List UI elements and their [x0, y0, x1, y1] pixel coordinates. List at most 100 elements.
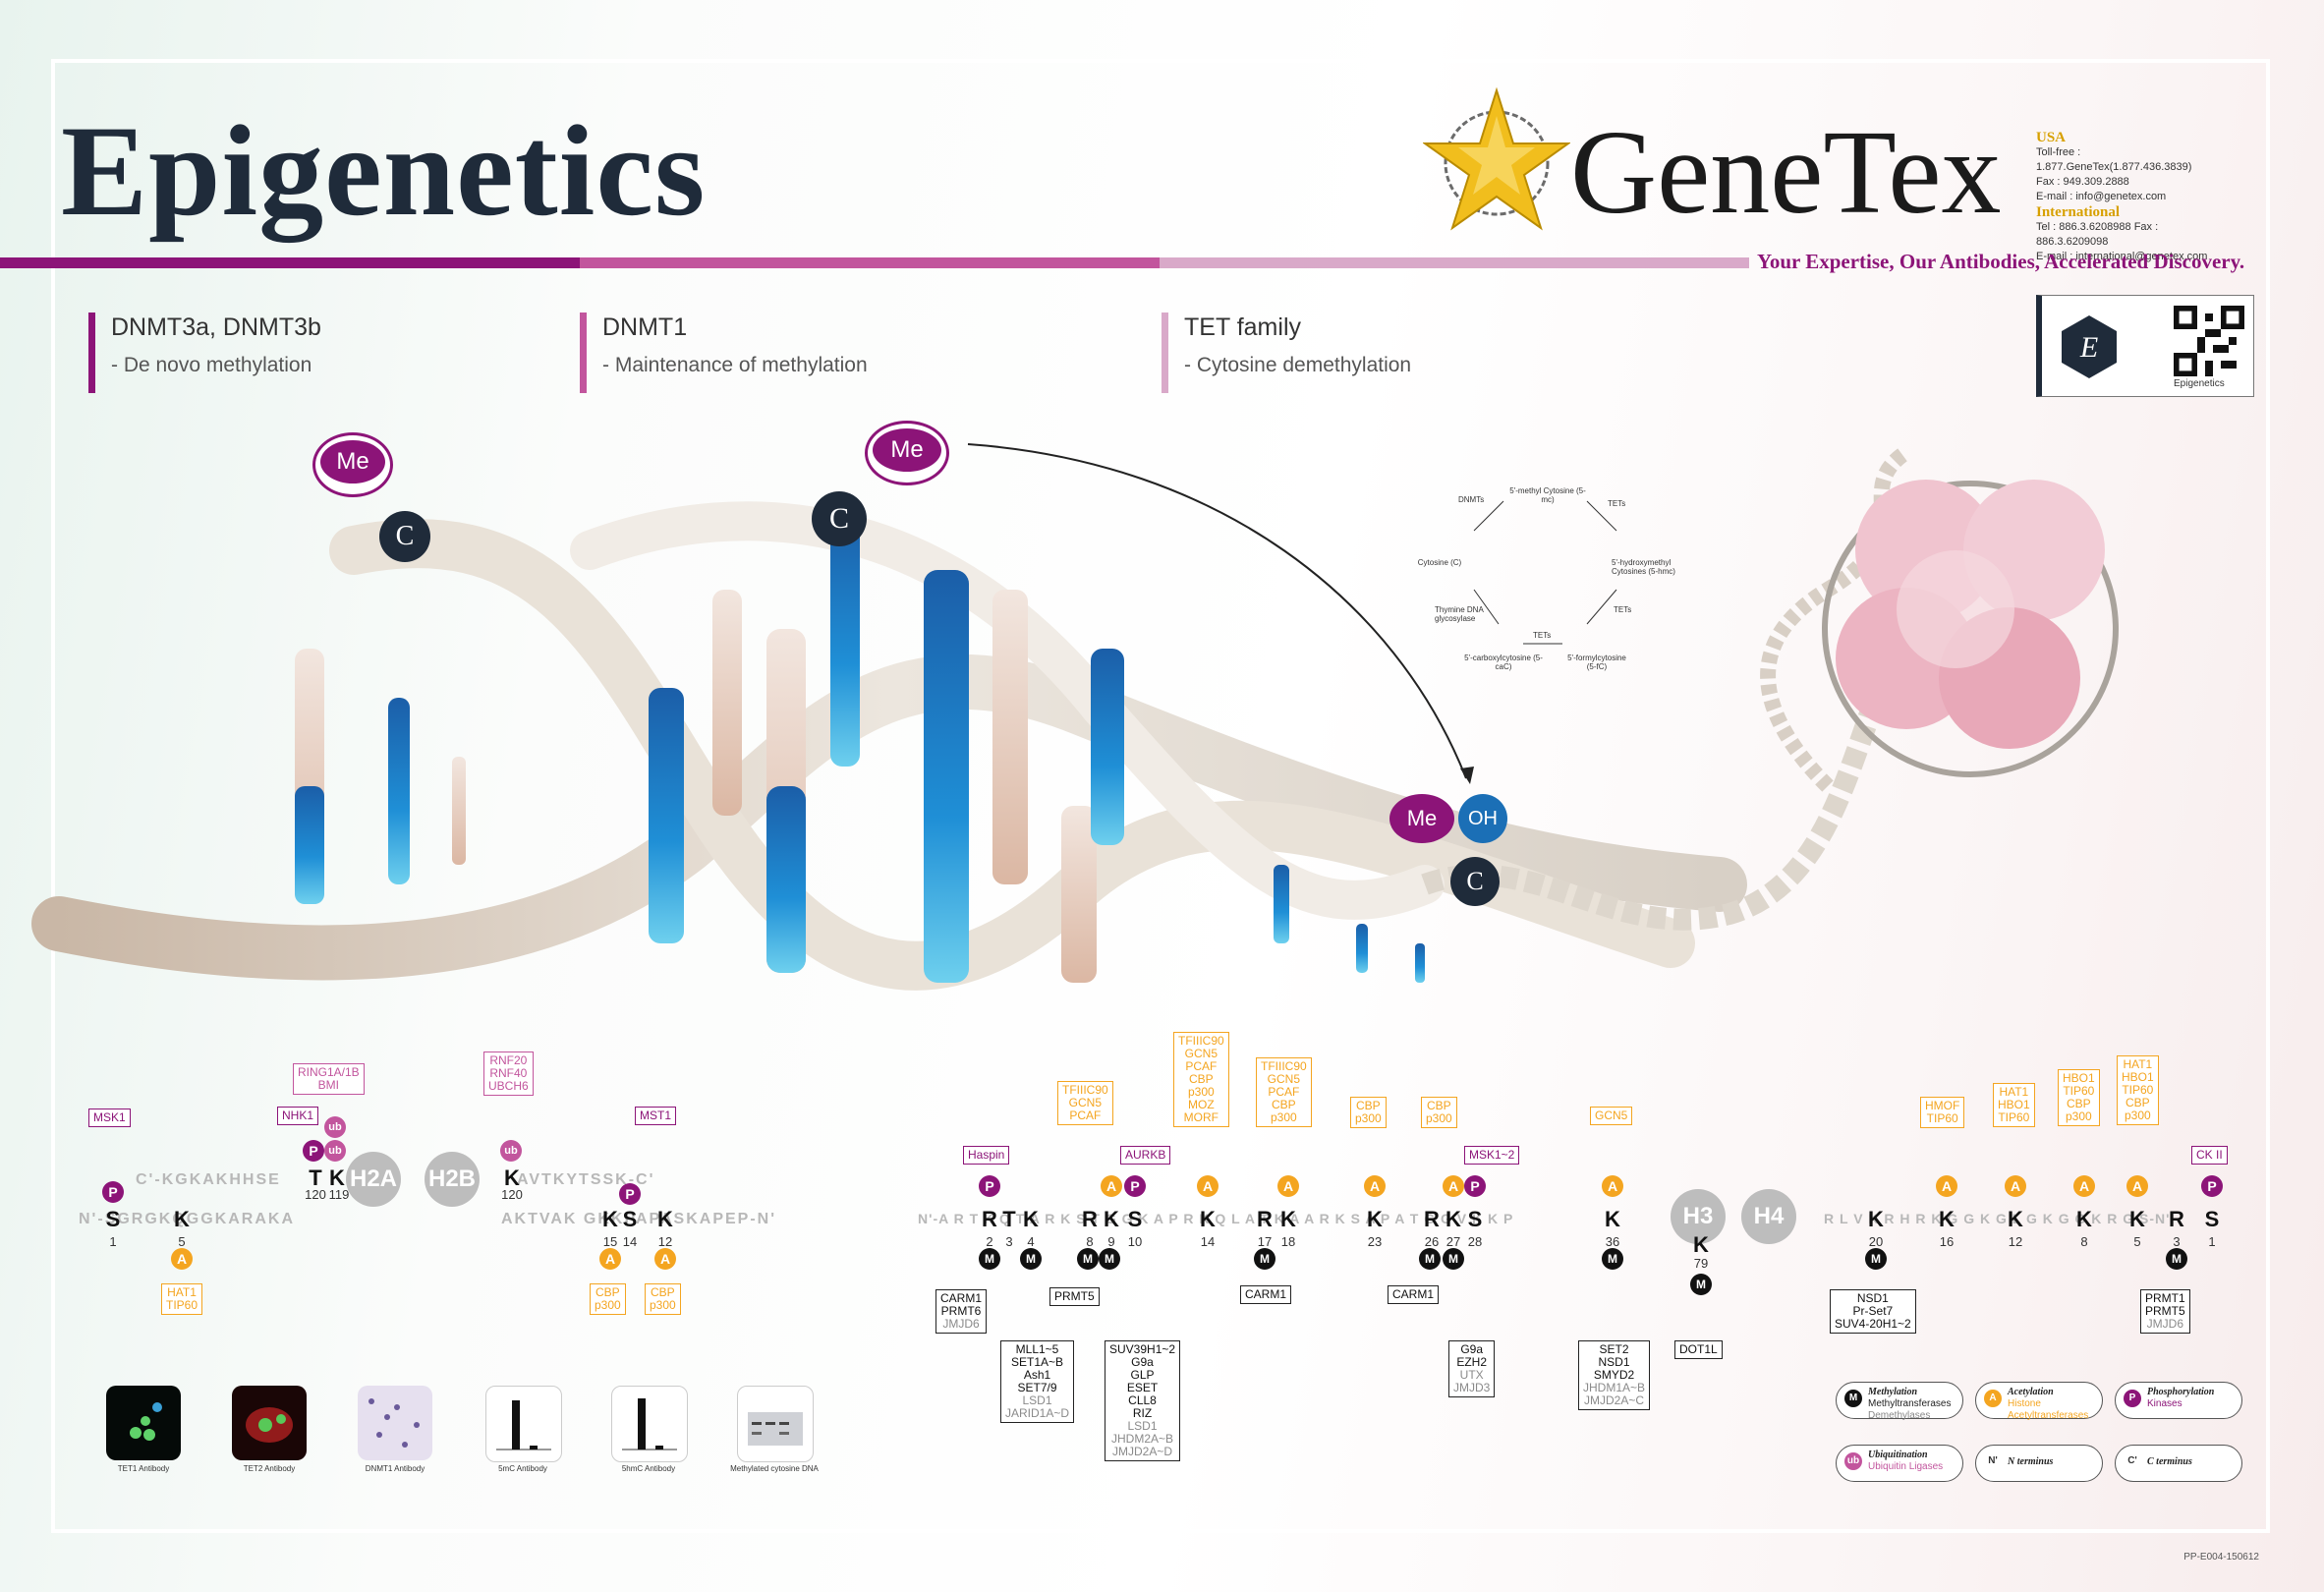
residue-num: 120	[501, 1187, 523, 1202]
tagline: Your Expertise, Our Antibodies, Accelera…	[1757, 250, 2245, 273]
label-ring1a: RING1A/1B BMI	[293, 1063, 365, 1095]
ubiquitin-mark: ub	[324, 1116, 346, 1138]
cycle-tdg-label: Thymine DNA glycosylase	[1435, 605, 1484, 623]
tet1-cell-image-icon	[130, 1402, 162, 1441]
cycle-cytosine: Cytosine (C)	[1417, 558, 1462, 567]
acetyl-mark: A	[1277, 1175, 1299, 1197]
residue-num: 14	[622, 1234, 638, 1249]
cycle-tets-label: TETs	[1608, 499, 1626, 508]
epigenetics-badge[interactable]: E Epigenetics	[2036, 295, 2254, 397]
residue-r8: R	[1082, 1207, 1098, 1231]
h2b-seq-bottom: AKTVAK GKKPAPASKAPEP-N'	[501, 1211, 777, 1227]
label-cbp-p300: CBP p300	[590, 1283, 626, 1315]
legend-phosphorylation: P Phosphorylation Kinases	[2115, 1382, 2242, 1419]
c-mark-left: C	[379, 511, 430, 562]
thumbnail-caption: TET2 Antibody	[243, 1464, 296, 1473]
contact-block: USA Toll-free : 1.877.GeneTex(1.877.436.…	[2036, 130, 2223, 264]
acetyl-mark: A	[2005, 1175, 2026, 1197]
label-hat1-hbo1-tip60: HAT1 HBO1 TIP60 CBP p300	[2117, 1055, 2159, 1125]
residue-num: 15	[602, 1234, 618, 1249]
badge-caption: Epigenetics	[2174, 378, 2225, 389]
legend-title: Acetylation	[2008, 1387, 2054, 1397]
brand-name: GeneTex	[1570, 106, 2002, 239]
acetyl-mark: A	[654, 1248, 676, 1270]
residue-r3: R	[2169, 1207, 2184, 1231]
methyl-mark: M	[979, 1248, 1000, 1270]
h2b-seq-top: AVTKYTSSK-C'	[517, 1171, 655, 1188]
residue-num: 8	[1086, 1234, 1094, 1249]
label-cbp-p300-23: CBP p300	[1350, 1097, 1387, 1128]
enzyme-dnmt3: DNMT3a, DNMT3b - De novo methylation	[88, 313, 321, 393]
header-bar-light	[1160, 257, 1749, 268]
contact-intl-line2: E-mail : international@genetex.com	[2036, 251, 2208, 262]
thumbnail-tet1[interactable]	[106, 1386, 181, 1460]
acetyl-mark: A	[2126, 1175, 2148, 1197]
contact-usa-line1: Toll-free : 1.877.GeneTex(1.877.436.3839…	[2036, 146, 2192, 173]
methyl-mark: M	[1690, 1274, 1712, 1295]
methyl-mark: M	[1443, 1248, 1464, 1270]
methyl-mark: M	[2166, 1248, 2187, 1270]
page-title: Epigenetics	[61, 98, 707, 243]
residue-k20: K	[1868, 1207, 1884, 1231]
residue-num: 3	[1005, 1234, 1013, 1249]
methyl-mark: M	[1419, 1248, 1441, 1270]
thumbnail-dnmt1[interactable]	[358, 1386, 432, 1460]
histone-h2a: H2A	[346, 1152, 401, 1207]
enzyme-tet: TET family - Cytosine demethylation	[1162, 313, 1411, 393]
thumbnail-caption: DNMT1 Antibody	[365, 1464, 425, 1473]
phospho-mark: P	[102, 1181, 124, 1203]
label-prmt5: PRMT5	[1049, 1287, 1100, 1306]
thumbnail-5mc[interactable]	[485, 1386, 562, 1462]
me-label: Me	[873, 428, 941, 472]
label-ck2: CK II	[2191, 1146, 2228, 1165]
residue-r17: R	[1257, 1207, 1273, 1231]
tet2-cell-image-icon	[246, 1407, 293, 1443]
acetyl-mark: A	[1602, 1175, 1623, 1197]
acetyl-mark: A	[1197, 1175, 1219, 1197]
residue-num: 119	[328, 1187, 350, 1202]
h4-sequence: R L V K R H R K G G K G L G K G G K R G …	[1824, 1211, 2171, 1226]
residue-num: 1	[109, 1234, 117, 1249]
acetyl-mark: A	[1101, 1175, 1122, 1197]
oh-mark: OH	[1458, 794, 1507, 843]
cycle-5cac: 5'-carboxylcytosine (5-caC)	[1464, 654, 1543, 671]
n-terminus-icon: N'	[1988, 1455, 1998, 1466]
label-haspin: Haspin	[963, 1146, 1010, 1165]
label-tfiiic90-a: TFIIIC90 GCN5 PCAF	[1057, 1081, 1113, 1125]
thumbnail-methylated-dna[interactable]	[737, 1386, 814, 1462]
thumbnail-5hmc[interactable]	[611, 1386, 688, 1462]
residue-num: 9	[1107, 1234, 1115, 1249]
genetex-star-logo-icon	[1423, 86, 1570, 231]
residue-num: 18	[1280, 1234, 1296, 1249]
residue-num: 5	[178, 1234, 186, 1249]
dnmt1-tissue-image-icon	[368, 1398, 420, 1448]
epigenetics-hexagon-icon: E	[2062, 315, 2117, 378]
residue-k12: K	[657, 1207, 673, 1231]
label-dot1l: DOT1L	[1674, 1340, 1723, 1359]
residue-s1: S	[2204, 1207, 2220, 1231]
label-nhk1: NHK1	[277, 1107, 319, 1125]
svg-text:E: E	[2079, 331, 2098, 364]
acetyl-mark: A	[599, 1248, 621, 1270]
me-mark-middle: Me	[865, 421, 949, 485]
residue-k12: K	[2008, 1207, 2023, 1231]
methyl-mark: M	[1077, 1248, 1099, 1270]
histone-h4: H4	[1741, 1189, 1796, 1244]
residue-num: 10	[1127, 1234, 1143, 1249]
enzyme-name: DNMT1	[602, 313, 688, 341]
legend-title: Ubiquitination	[1868, 1450, 1928, 1460]
residue-k16: K	[1939, 1207, 1955, 1231]
label-gcn5: GCN5	[1590, 1107, 1633, 1125]
thumbnail-caption: Methylated cytosine DNA	[730, 1464, 819, 1473]
thumbnail-caption: TET1 Antibody	[117, 1464, 170, 1473]
ubiquitin-mark: ub	[500, 1140, 522, 1162]
phospho-mark: P	[2201, 1175, 2223, 1197]
qr-code-icon[interactable]	[2174, 306, 2244, 376]
residue-k8: K	[2076, 1207, 2092, 1231]
ubiquitination-icon: ub	[1844, 1452, 1862, 1470]
label-carm1-26: CARM1	[1388, 1285, 1440, 1304]
label-rnf20: RNF20 RNF40 UBCH6	[483, 1052, 534, 1096]
thumbnail-tet2[interactable]	[232, 1386, 307, 1460]
